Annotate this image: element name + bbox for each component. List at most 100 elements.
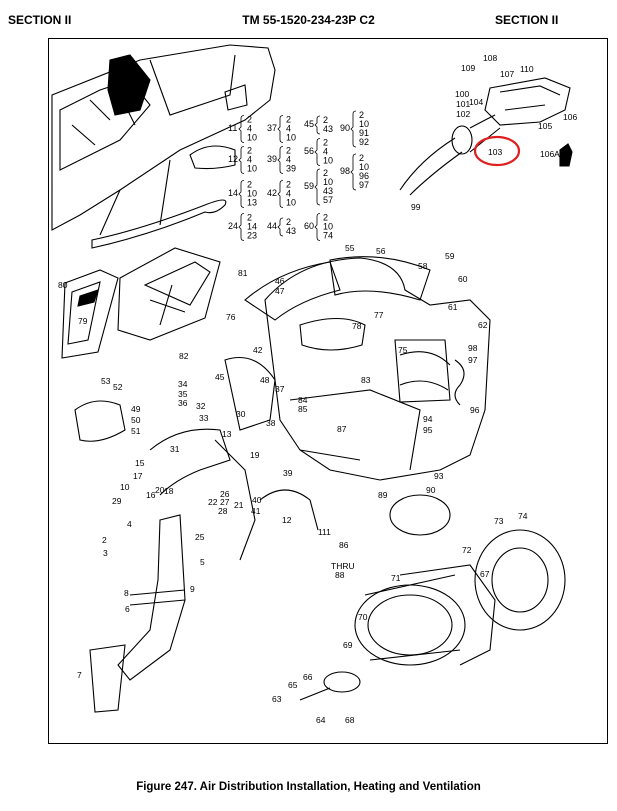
- part-label-21: 21: [234, 500, 244, 510]
- callout-item: 91: [359, 128, 369, 138]
- callout-head-39: 39: [267, 154, 277, 164]
- part-label-39: 39: [283, 468, 293, 478]
- part-label-99: 99: [411, 202, 421, 212]
- part-label-25: 25: [195, 532, 205, 542]
- part-label-30: 30: [236, 409, 246, 419]
- part-label-55: 55: [345, 243, 355, 253]
- part-label-40: 40: [252, 495, 262, 505]
- callout-brace: [277, 180, 284, 208]
- part-label-94: 94: [423, 414, 433, 424]
- part-label-47: 47: [275, 286, 285, 296]
- part-label-74: 74: [518, 511, 528, 521]
- part-label-102: 102: [456, 109, 470, 119]
- part-label-67: 67: [480, 569, 490, 579]
- callout-item: 10: [323, 222, 333, 232]
- part-label-16: 16: [146, 490, 156, 500]
- part-label-89: 89: [378, 490, 388, 500]
- part-label-19: 19: [250, 450, 260, 460]
- callout-item: 2: [247, 115, 252, 125]
- part-label-5: 5: [200, 557, 205, 567]
- panel-80-drawing: [61, 269, 119, 359]
- part-label-80: 80: [58, 280, 68, 290]
- part-label-9: 9: [190, 584, 195, 594]
- inlet-duct-assembly-drawing: [399, 77, 573, 196]
- part-label-77: 77: [374, 310, 384, 320]
- part-label-52: 52: [113, 382, 123, 392]
- part-label-93: 93: [434, 471, 444, 481]
- part-label-6: 6: [125, 604, 130, 614]
- callout-brace: [314, 168, 321, 206]
- part-label-85: 85: [298, 404, 308, 414]
- part-label-12: 12: [282, 515, 292, 525]
- part-label-20: 20: [155, 485, 165, 495]
- part-label-61: 61: [448, 302, 458, 312]
- part-label-87: 87: [337, 424, 347, 434]
- blower-assembly-drawing: [299, 494, 566, 701]
- callout-brace: [350, 153, 357, 191]
- part-label-105: 105: [538, 121, 552, 131]
- part-label-29: 29: [112, 496, 122, 506]
- heater-housing-drawing: [264, 256, 491, 481]
- illustration-artwork: [51, 44, 573, 713]
- callout-brace: [238, 180, 245, 208]
- part-label-90: 90: [426, 485, 436, 495]
- highlight-circle-103: [473, 135, 521, 167]
- part-label-17: 17: [133, 471, 143, 481]
- part-label-34: 34: [178, 379, 188, 389]
- callout-item: 10: [323, 156, 333, 166]
- part-label-50: 50: [131, 415, 141, 425]
- callout-head-11: 11: [228, 123, 237, 133]
- callout-brace: [350, 110, 357, 148]
- part-label-68: 68: [345, 715, 355, 725]
- part-label-48: 48: [260, 375, 270, 385]
- part-label-18: 18: [164, 486, 174, 496]
- header-right: SECTION II: [495, 13, 559, 27]
- part-label-4: 4: [127, 519, 132, 529]
- callout-head-45: 45: [304, 119, 314, 129]
- part-label-64: 64: [316, 715, 326, 725]
- part-label-73: 73: [494, 516, 504, 526]
- callout-head-42: 42: [267, 188, 277, 198]
- callout-head-56: 56: [304, 146, 314, 156]
- part-label-81: 81: [238, 268, 248, 278]
- part-label-3: 3: [103, 548, 108, 558]
- part-label-82: 82: [179, 351, 189, 361]
- callout-item: 4: [247, 155, 252, 165]
- part-label-69: 69: [343, 640, 353, 650]
- callout-item: 92: [359, 137, 369, 147]
- callout-brace: [238, 146, 245, 174]
- part-label-36: 36: [178, 398, 188, 408]
- callout-item: 14: [247, 222, 257, 232]
- header-center: TM 55-1520-234-23P C2: [242, 13, 375, 27]
- part-label-60: 60: [458, 274, 468, 284]
- part-label-76: 76: [226, 312, 236, 322]
- part-label-70: 70: [358, 612, 368, 622]
- part-label-86: 86: [339, 540, 349, 550]
- part-label-35: 35: [178, 389, 188, 399]
- callout-brace: [238, 115, 245, 143]
- part-label-51: 51: [131, 426, 141, 436]
- callout-item: 10: [247, 133, 257, 143]
- part-label-49: 49: [131, 404, 141, 414]
- helicopter-fuselage-drawing: [51, 44, 276, 249]
- part-label-65: 65: [288, 680, 298, 690]
- callout-head-24: 24: [228, 221, 238, 231]
- callout-head-60: 60: [304, 221, 314, 231]
- part-label-106a: 106A: [540, 149, 560, 159]
- part-label-11: 11: [322, 527, 331, 537]
- callout-head-44: 44: [267, 221, 277, 231]
- callout-item: 2: [247, 146, 252, 156]
- part-label-101: 101: [456, 99, 470, 109]
- callout-head-98: 98: [340, 166, 350, 176]
- callout-brace: [277, 146, 284, 174]
- callout-item: 10: [323, 177, 333, 187]
- callout-item: 2: [359, 110, 364, 120]
- part-label-1: 1: [318, 527, 323, 537]
- part-label-thru: THRU: [331, 561, 355, 571]
- callout-head-90: 90: [340, 123, 350, 133]
- part-label-37: 37: [275, 384, 285, 394]
- part-label-106: 106: [563, 112, 577, 122]
- callout-item: 10: [359, 162, 369, 172]
- part-label-2: 2: [102, 535, 107, 545]
